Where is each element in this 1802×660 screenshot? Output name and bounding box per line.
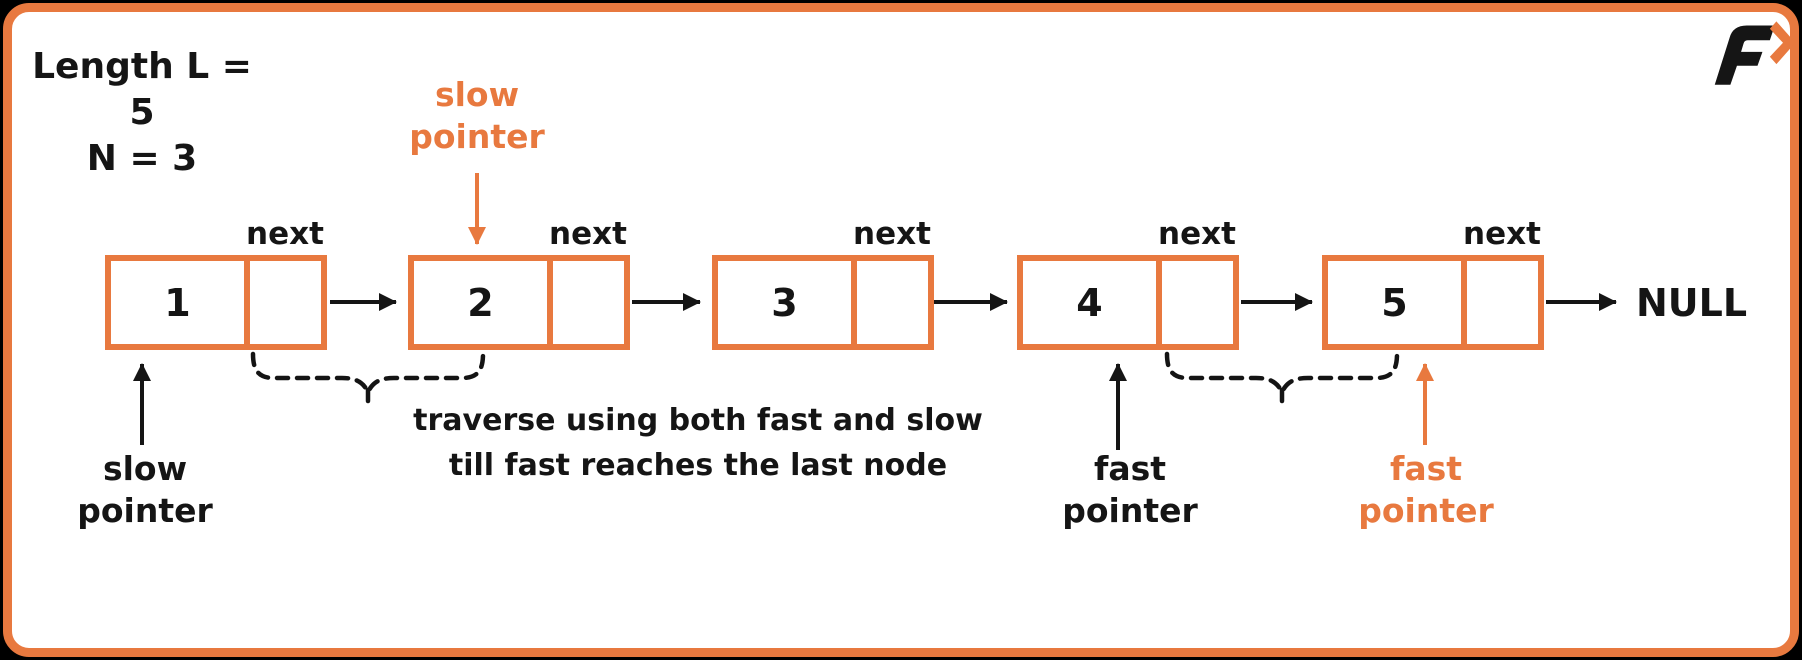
label-line: fast bbox=[1389, 449, 1463, 488]
slow-pointer-label-bottom: slow pointer bbox=[45, 448, 245, 532]
length-line: Length L = 5 bbox=[32, 46, 252, 133]
caption-line: till fast reaches the last node bbox=[448, 448, 948, 483]
fast-pointer-label-far: fast pointer bbox=[1326, 448, 1526, 532]
n-line: N = 3 bbox=[86, 138, 198, 179]
list-node-5: 5 bbox=[1322, 255, 1544, 350]
node-value: 4 bbox=[1023, 261, 1162, 344]
next-label-1: next bbox=[246, 216, 324, 252]
label-line: slow bbox=[434, 75, 520, 114]
label-line: pointer bbox=[1062, 491, 1198, 530]
node-value: 2 bbox=[414, 261, 553, 344]
node-value: 1 bbox=[111, 261, 250, 344]
list-node-3: 3 bbox=[712, 255, 934, 350]
fast-pointer-label-bottom: fast pointer bbox=[1030, 448, 1230, 532]
node-next-cell bbox=[553, 261, 624, 344]
node-next-cell bbox=[250, 261, 321, 344]
list-node-1: 1 bbox=[105, 255, 327, 350]
node-value: 3 bbox=[718, 261, 857, 344]
caption-line: traverse using both fast and slow bbox=[413, 403, 983, 438]
next-label-4: next bbox=[1158, 216, 1236, 252]
traversal-caption: traverse using both fast and slow till f… bbox=[408, 398, 988, 488]
label-line: pointer bbox=[1358, 491, 1494, 530]
label-line: pointer bbox=[77, 491, 213, 530]
length-title: Length L = 5 N = 3 bbox=[28, 44, 256, 182]
node-next-cell bbox=[857, 261, 928, 344]
node-value: 5 bbox=[1328, 261, 1467, 344]
f-arrow-logo-icon bbox=[1714, 21, 1796, 85]
list-node-2: 2 bbox=[408, 255, 630, 350]
list-node-4: 4 bbox=[1017, 255, 1239, 350]
label-line: fast bbox=[1093, 449, 1167, 488]
next-label-3: next bbox=[853, 216, 931, 252]
null-terminator: NULL bbox=[1636, 281, 1748, 325]
label-line: slow bbox=[102, 449, 188, 488]
slow-pointer-label-top: slow pointer bbox=[377, 74, 577, 158]
node-next-cell bbox=[1162, 261, 1233, 344]
node-next-cell bbox=[1467, 261, 1538, 344]
next-label-2: next bbox=[549, 216, 627, 252]
label-line: pointer bbox=[409, 117, 545, 156]
next-label-5: next bbox=[1463, 216, 1541, 252]
